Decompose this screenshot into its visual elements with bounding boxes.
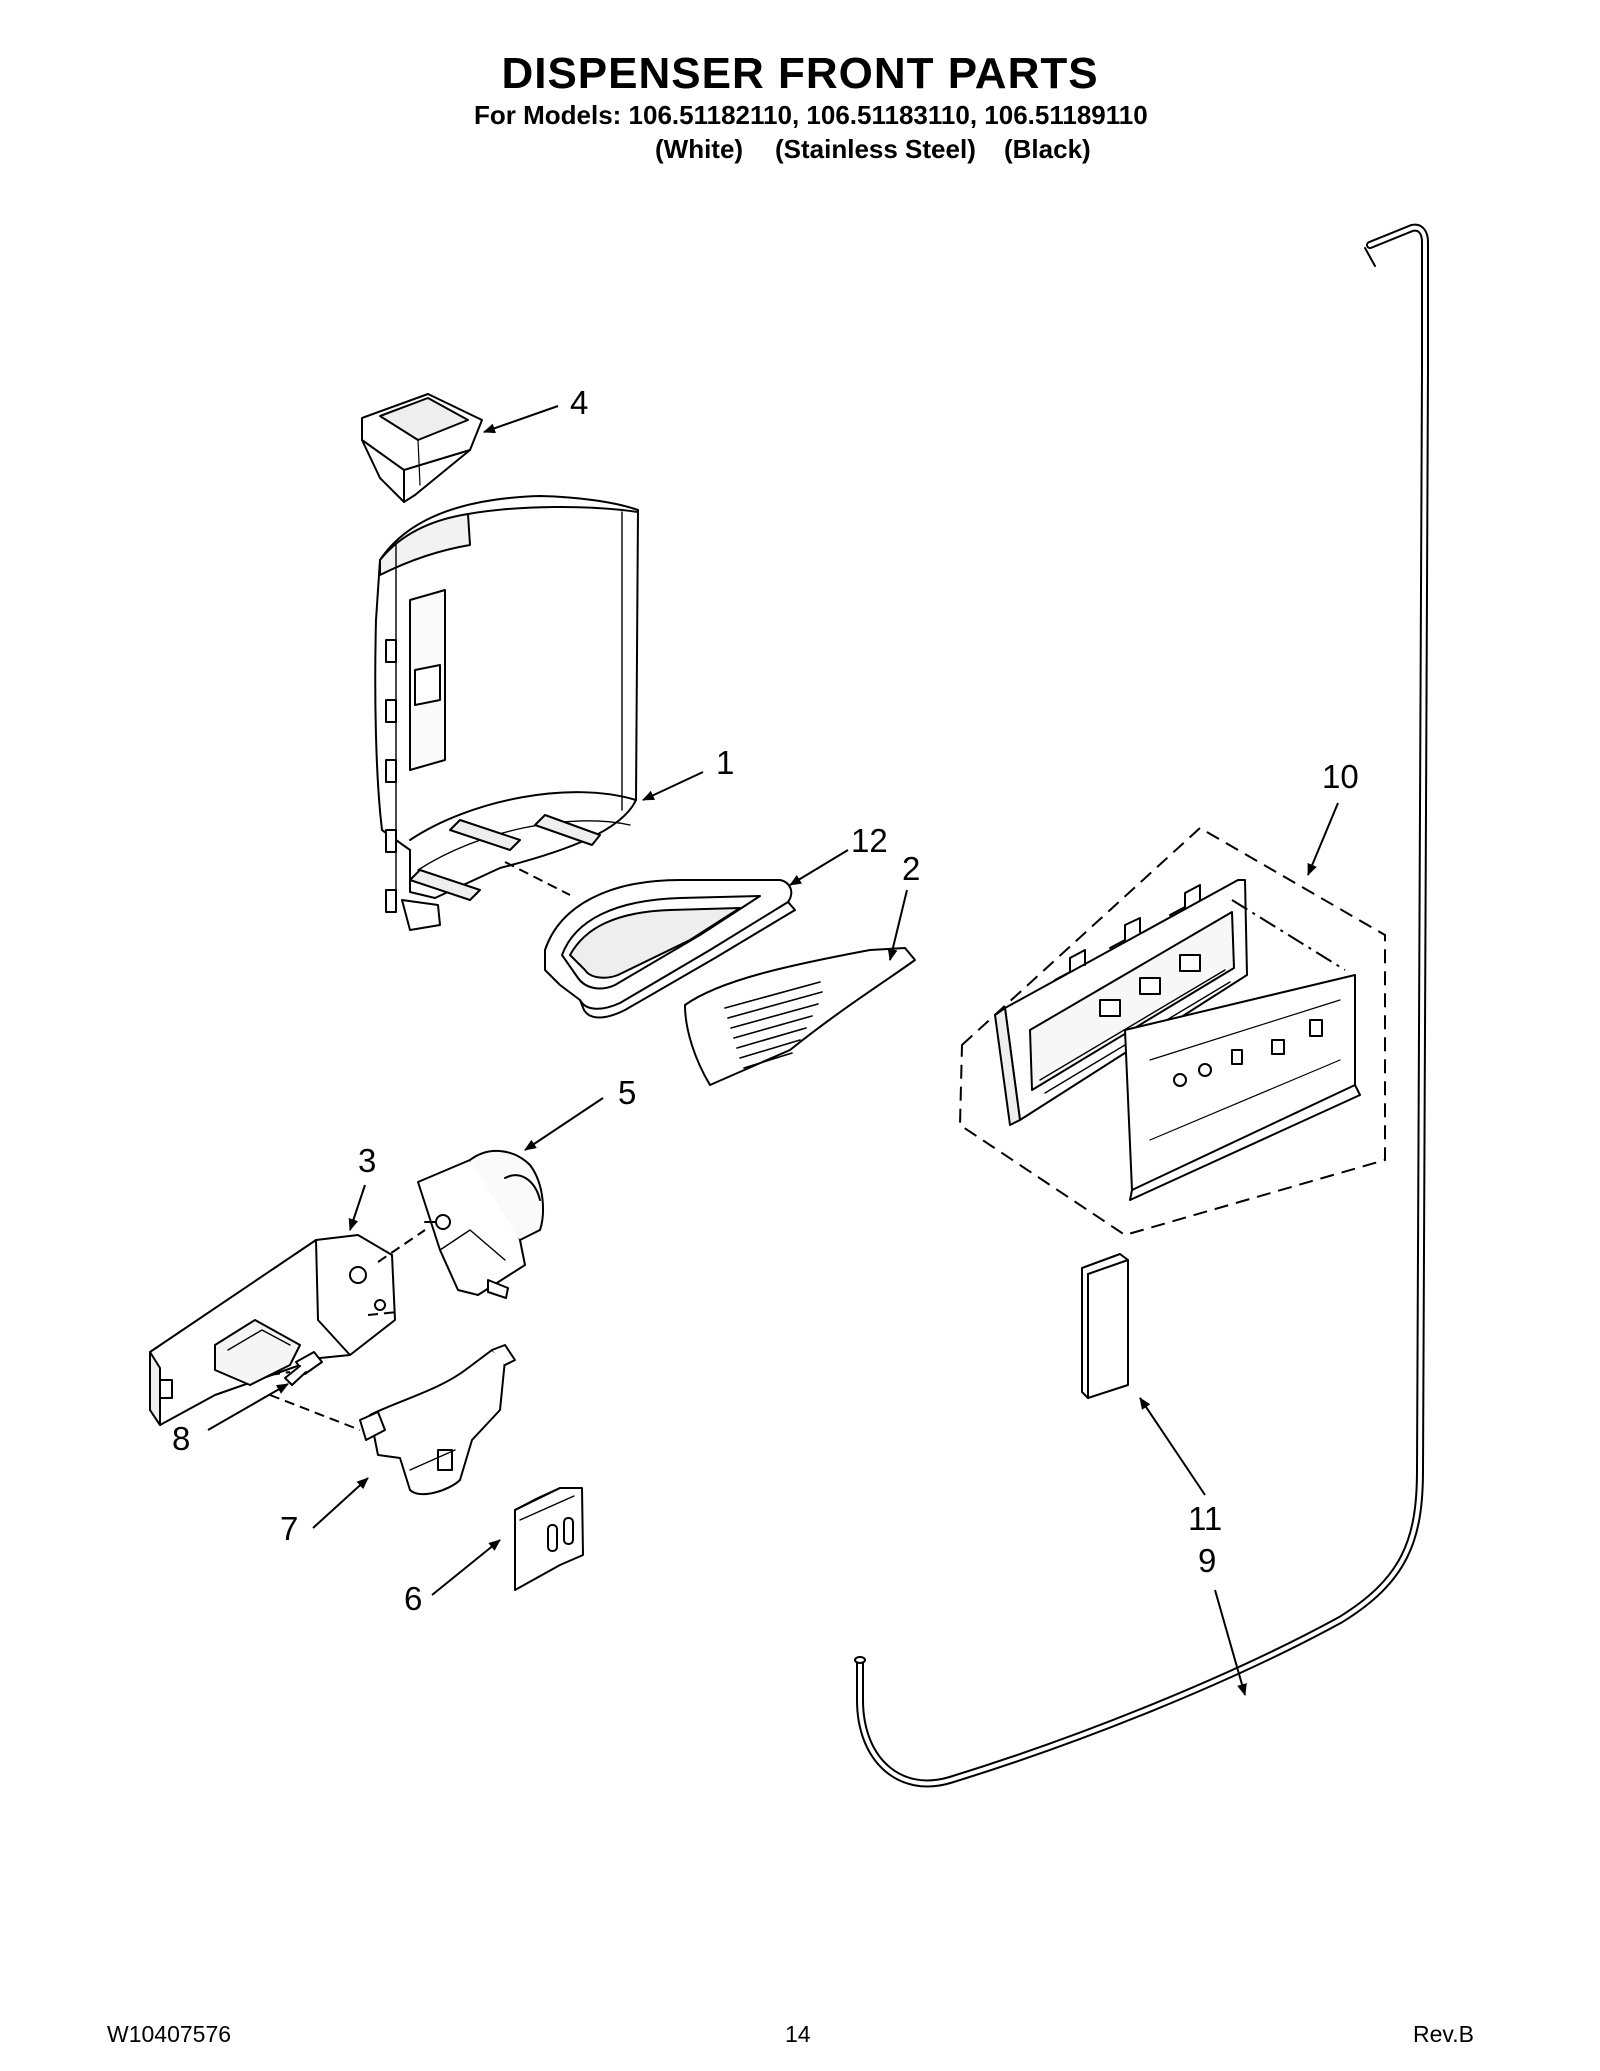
model-numbers: For Models: 106.51182110, 106.51183110, … — [474, 100, 1148, 130]
part-4-ice-chute-cup — [361, 393, 483, 503]
callout-labels: 4 1 12 2 5 3 10 11 9 8 7 6 — [172, 384, 1359, 1617]
part-12-drip-tray-frame — [544, 879, 796, 1019]
page-title: DISPENSER FRONT PARTS — [501, 49, 1099, 98]
callout-8: 8 — [172, 1420, 190, 1457]
callout-5: 5 — [618, 1074, 636, 1111]
callout-9: 9 — [1198, 1542, 1216, 1579]
part-6-dispenser-pad — [514, 1487, 584, 1591]
assembly-guides — [269, 826, 1386, 1431]
finish-black: (Black) — [1004, 134, 1091, 164]
leader-arrows — [207, 405, 1339, 1696]
finish-stainless-steel: (Stainless Steel) — [775, 134, 976, 164]
revision-label: Rev.B — [1413, 2021, 1474, 2047]
callout-12: 12 — [851, 822, 888, 859]
part-7-dispenser-lever — [359, 1344, 516, 1496]
callout-4: 4 — [570, 384, 588, 421]
document-number: W10407576 — [107, 2021, 232, 2047]
callout-7: 7 — [280, 1510, 298, 1547]
callout-10: 10 — [1322, 758, 1359, 795]
callout-6: 6 — [404, 1580, 422, 1617]
callout-1: 1 — [716, 744, 734, 781]
part-5-motor — [417, 1149, 544, 1299]
part-10-control-panel-assembly — [994, 879, 1361, 1201]
part-9-water-tube — [854, 223, 1429, 1788]
callout-3: 3 — [358, 1142, 376, 1179]
part-3-bracket — [149, 1234, 396, 1426]
part-8-screw — [284, 1351, 323, 1386]
callout-11: 11 — [1188, 1500, 1222, 1537]
part-11-trim-piece — [1081, 1253, 1129, 1399]
part-2-drip-grille — [684, 947, 916, 1086]
part-1-dispenser-housing — [374, 495, 639, 931]
page-number: 14 — [785, 2021, 811, 2047]
callout-2: 2 — [902, 850, 920, 887]
finish-white: (White) — [655, 134, 744, 164]
